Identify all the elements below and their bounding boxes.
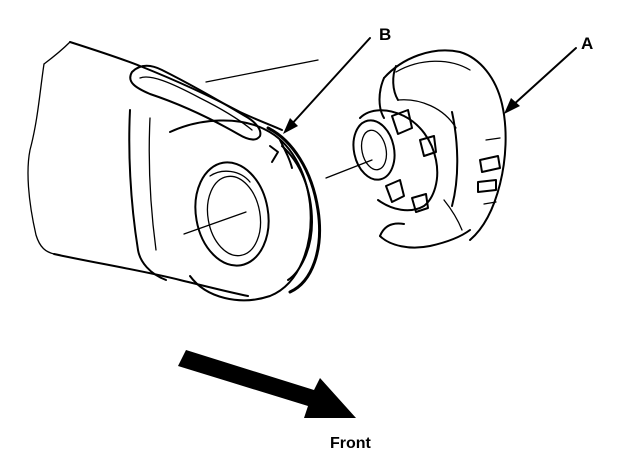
- label-b: B: [379, 25, 391, 44]
- control-arm: [27, 41, 322, 302]
- front-arrow-icon: [178, 350, 356, 418]
- label-a: A: [581, 34, 593, 53]
- front-label: Front: [330, 435, 372, 452]
- callout-b: B: [283, 25, 391, 134]
- callout-a: A: [504, 34, 593, 114]
- front-direction-arrow: Front: [178, 350, 372, 452]
- bushing-part: [325, 49, 507, 249]
